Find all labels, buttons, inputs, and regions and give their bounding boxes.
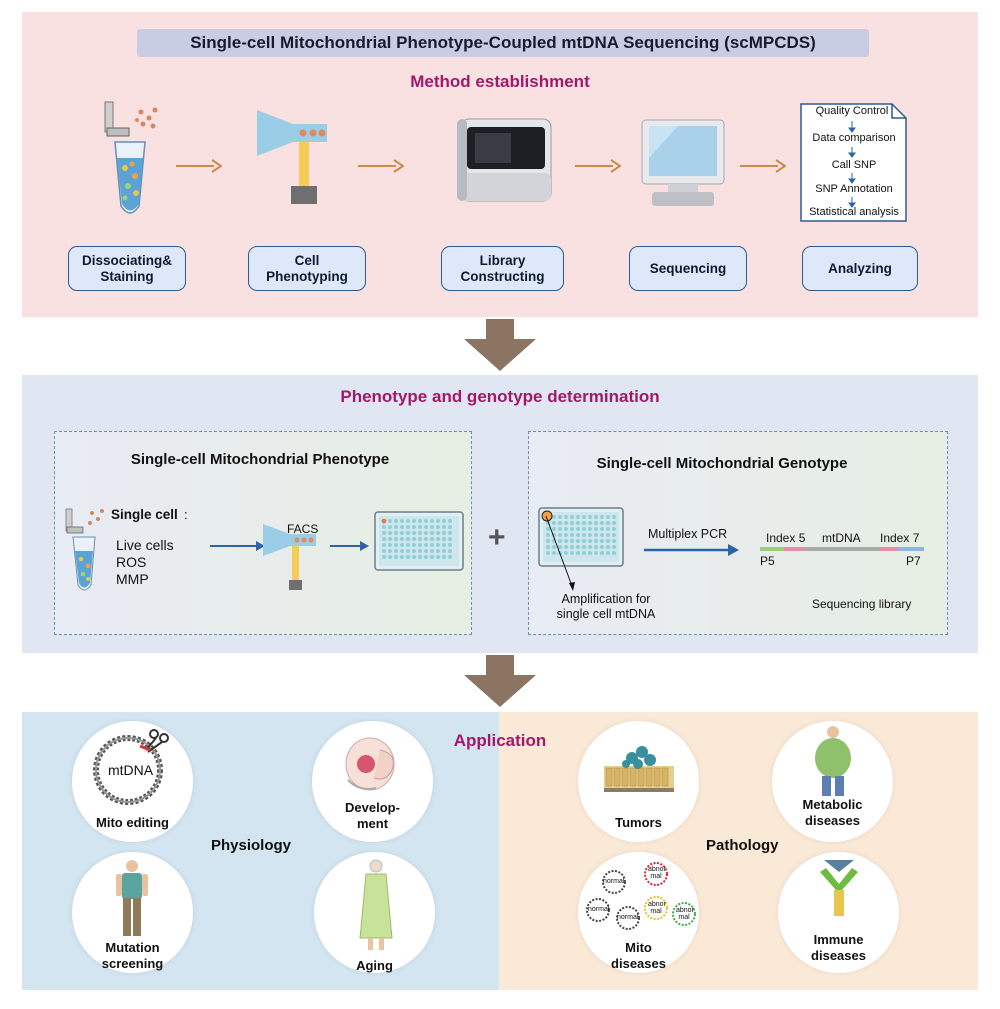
down-arrow-icon xyxy=(464,655,536,707)
flow-cytometer-icon xyxy=(263,524,316,590)
analysis-step: Quality Control xyxy=(815,105,889,117)
man-icon xyxy=(116,860,148,936)
flow-cytometer-icon xyxy=(257,110,327,204)
mito-cells-icon xyxy=(586,862,696,930)
application-right-panel xyxy=(499,712,978,990)
aging-label: Aging xyxy=(356,958,393,973)
abnormal-cell-label: abnor mal xyxy=(648,866,666,880)
mtdna-ring-icon xyxy=(93,729,169,805)
mito-editing-label: Mito editing xyxy=(96,815,169,830)
p7-label: P7 xyxy=(906,554,921,568)
down-arrow-icon xyxy=(464,319,536,371)
library-construct xyxy=(760,547,924,551)
facs-label: FACS xyxy=(287,522,319,536)
sequencing-library-label: Sequencing library xyxy=(812,597,912,611)
mito-diseases-label: Mito diseases xyxy=(611,940,666,971)
arrow-icon xyxy=(330,541,369,551)
multiplex-pcr-label: Multiplex PCR xyxy=(648,527,728,541)
phenotype-item: ROS xyxy=(116,554,147,570)
tumors-label: Tumors xyxy=(615,815,662,830)
step-sequencing: Sequencing xyxy=(629,246,747,291)
single-cell-label: Single cell xyxy=(111,507,178,522)
single-cell-colon: : xyxy=(184,507,188,522)
step-cell-phenotyping: Cell Phenotyping xyxy=(248,246,366,291)
index7-label: Index 7 xyxy=(880,531,920,545)
tube-icon xyxy=(65,508,104,591)
mutation-screening-circle xyxy=(72,852,193,973)
antibody-icon xyxy=(820,860,858,916)
tumor-tissue-icon xyxy=(604,746,674,792)
arrow-icon xyxy=(644,544,739,556)
well-plate-icon xyxy=(374,511,464,571)
analysis-step: Data comparison xyxy=(812,132,896,144)
mtdna-label: mtDNA xyxy=(822,531,861,545)
well-plate-icon xyxy=(538,507,624,567)
phenotype-genotype-title: Phenotype and genotype determination xyxy=(340,387,660,406)
obese-person-icon xyxy=(815,726,851,796)
immune-label: Immune diseases xyxy=(811,932,866,963)
metabolic-label: Metabolic diseases xyxy=(802,797,863,828)
arrow-icon xyxy=(176,159,222,173)
pointer-line xyxy=(545,515,575,591)
analysis-document-icon xyxy=(800,103,907,222)
arrow-icon xyxy=(740,159,786,173)
mutation-screening-label: Mutation screening xyxy=(101,940,164,971)
monitor-icon xyxy=(641,119,725,206)
analysis-step: Statistical analysis xyxy=(809,206,899,218)
development-label: Develop- ment xyxy=(345,800,400,831)
normal-cell-label: normal xyxy=(588,906,610,913)
abnormal-cell-label: abnor mal xyxy=(648,901,666,915)
sequencer-icon xyxy=(457,118,552,202)
step-library-constructing: Library Constructing xyxy=(441,246,564,291)
step-dissociating-staining: Dissociating& Staining xyxy=(68,246,186,291)
phenotype-item: Live cells xyxy=(116,537,174,553)
arrow-icon xyxy=(575,159,621,173)
phenotype-item: MMP xyxy=(116,571,149,587)
amplification-label: Amplification for single cell mtDNA xyxy=(556,592,656,621)
analysis-step: SNP Annotation xyxy=(815,183,893,195)
index5-label: Index 5 xyxy=(766,531,806,545)
arrow-icon xyxy=(210,541,265,551)
genotype-title: Single-cell Mitochondrial Genotype xyxy=(596,455,848,472)
tube-icon xyxy=(104,101,158,214)
plus-sign: + xyxy=(488,521,506,554)
application-title: Application xyxy=(453,731,547,750)
step-analyzing: Analyzing xyxy=(802,246,918,291)
method-title: Method establishment xyxy=(410,72,590,91)
pathology-label: Pathology xyxy=(706,837,779,854)
arrow-icon xyxy=(358,159,404,173)
main-title: Single-cell Mitochondrial Phenotype-Coup… xyxy=(137,29,869,57)
normal-cell-label: normal xyxy=(603,878,625,885)
mtdna-ring-label: mtDNA xyxy=(108,762,154,778)
analysis-step: Call SNP xyxy=(831,159,877,171)
phenotype-title: Single-cell Mitochondrial Phenotype xyxy=(130,451,390,468)
physiology-label: Physiology xyxy=(211,837,292,854)
elderly-woman-icon xyxy=(359,859,393,950)
normal-cell-label: normal xyxy=(617,914,639,921)
embryo-icon xyxy=(345,737,395,791)
p5-label: P5 xyxy=(760,554,775,568)
abnormal-cell-label: abnor mal xyxy=(676,907,694,921)
